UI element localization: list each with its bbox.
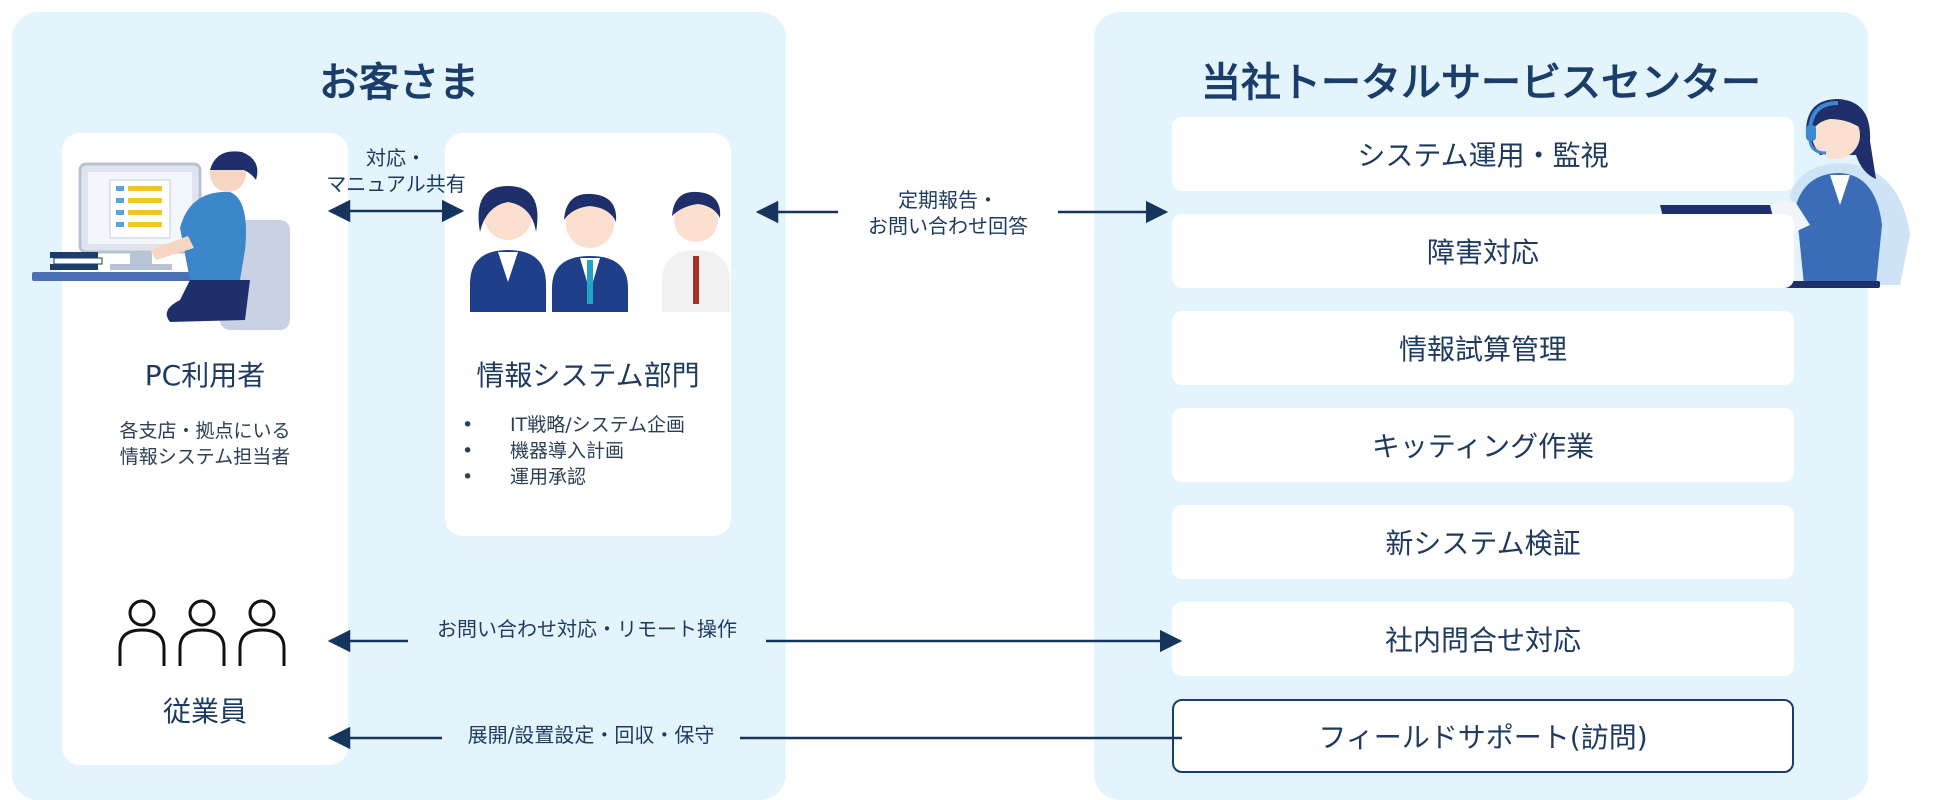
pc-it-arrow-label-line1: 対応・ xyxy=(366,146,426,170)
service-system-verification: 新システム検証 xyxy=(1172,505,1794,579)
employees-icon xyxy=(118,599,286,666)
pc-user-desc-line2: 情報システム担当者 xyxy=(119,446,291,468)
inquiry-arrow-label: お問い合わせ対応・リモート操作 xyxy=(437,617,737,641)
duty-item: 機器導入計画 xyxy=(462,438,685,464)
service-center-title: 当社トータルサービスセンター xyxy=(1201,60,1761,106)
report-arrow-label-line1: 定期報告・ xyxy=(898,188,998,212)
it-department-illustration xyxy=(470,186,730,312)
duty-item: IT戦略/システム企画 xyxy=(462,412,685,438)
customer-title: お客さま xyxy=(319,60,479,106)
field-arrow-label: 展開/設置設定・回収・保守 xyxy=(467,723,715,747)
pc-it-arrow-label-line2: マニュアル共有 xyxy=(326,172,466,196)
pc-user-illustration xyxy=(32,151,290,330)
service-kitting: キッティング作業 xyxy=(1172,408,1794,482)
pc-user-label: PC利用者 xyxy=(144,359,266,392)
service-asset-management: 情報試算管理 xyxy=(1172,311,1794,385)
pc-user-desc-line1: 各支店・拠点にいる xyxy=(119,420,291,442)
it-department-label: 情報システム部門 xyxy=(476,359,700,392)
service-internal-inquiry: 社内問合せ対応 xyxy=(1172,602,1794,676)
service-incident-response: 障害対応 xyxy=(1172,214,1794,288)
service-field-support: フィールドサポート(訪問) xyxy=(1172,699,1794,773)
report-arrow-label-line2: お問い合わせ回答 xyxy=(868,214,1028,238)
duty-item: 運用承認 xyxy=(462,464,685,490)
employees-label: 従業員 xyxy=(162,695,247,728)
service-operation-monitoring: システム運用・監視 xyxy=(1172,117,1794,191)
it-department-duties: IT戦略/システム企画 機器導入計画 運用承認 xyxy=(462,412,685,490)
